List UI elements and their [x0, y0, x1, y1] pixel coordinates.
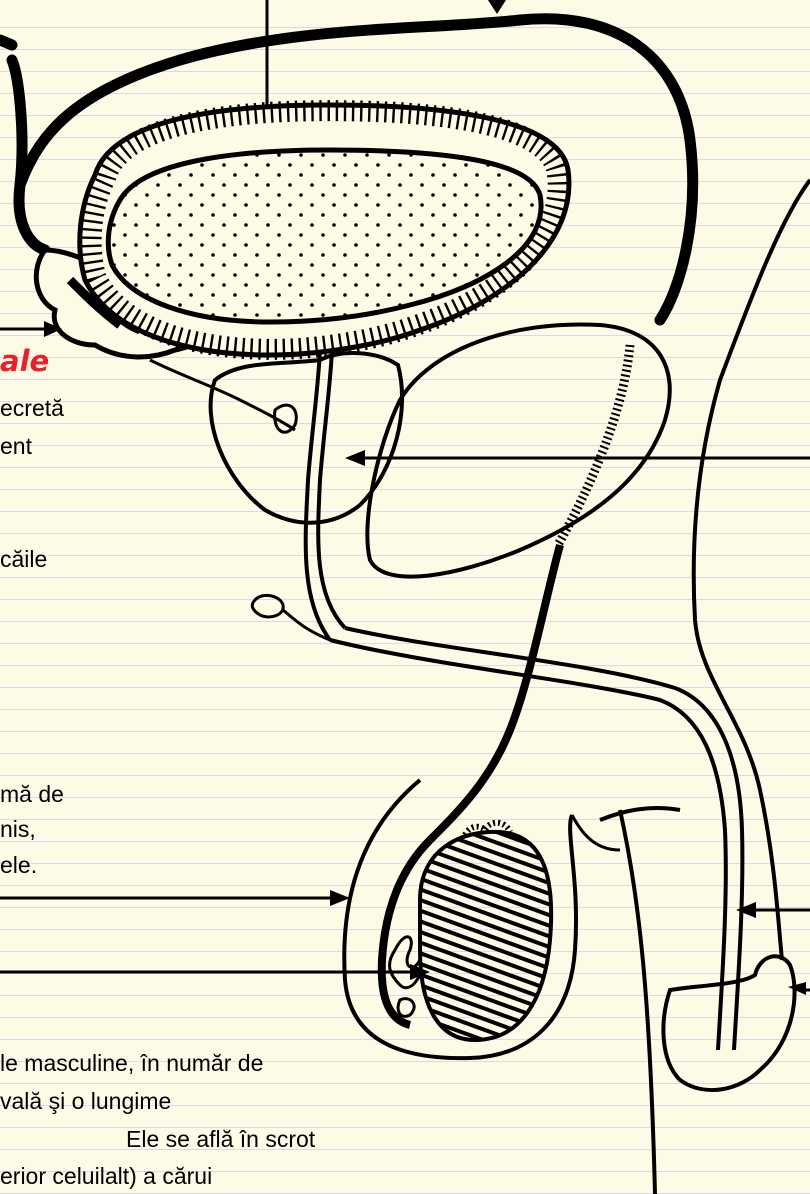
pointer-arrow-urethra — [345, 450, 810, 466]
pointer-arrow-top-right — [488, 0, 506, 14]
paragraph-line-3: Ele se află în scrot — [126, 1127, 315, 1152]
paragraph-line-1: le masculine, în număr de — [0, 1051, 263, 1076]
bulbourethral-gland — [252, 595, 283, 617]
text-fragment-4: mă de — [0, 782, 64, 807]
text-fragment-2: ent — [0, 434, 32, 459]
corpus-cavernosum-upper — [367, 324, 669, 576]
text-fragment-6: ele. — [0, 853, 37, 878]
pointer-arrow-glans — [788, 982, 810, 995]
paragraph-line-2: vală şi o lungime — [0, 1089, 171, 1114]
pointer-arrow-penile-urethra — [736, 902, 810, 918]
paragraph-line-4: erior celuilalt) a cărui — [0, 1164, 212, 1189]
text-fragment-5: nis, — [0, 817, 36, 842]
text-fragment-1: ecretă — [0, 396, 64, 421]
text-fragment-3: căile — [0, 547, 47, 572]
pointer-arrow-testis — [0, 964, 430, 980]
testis — [420, 832, 551, 1040]
section-heading-fragment: ale — [0, 344, 49, 378]
pointer-arrow-scrotum — [0, 890, 350, 906]
glans — [663, 956, 794, 1090]
